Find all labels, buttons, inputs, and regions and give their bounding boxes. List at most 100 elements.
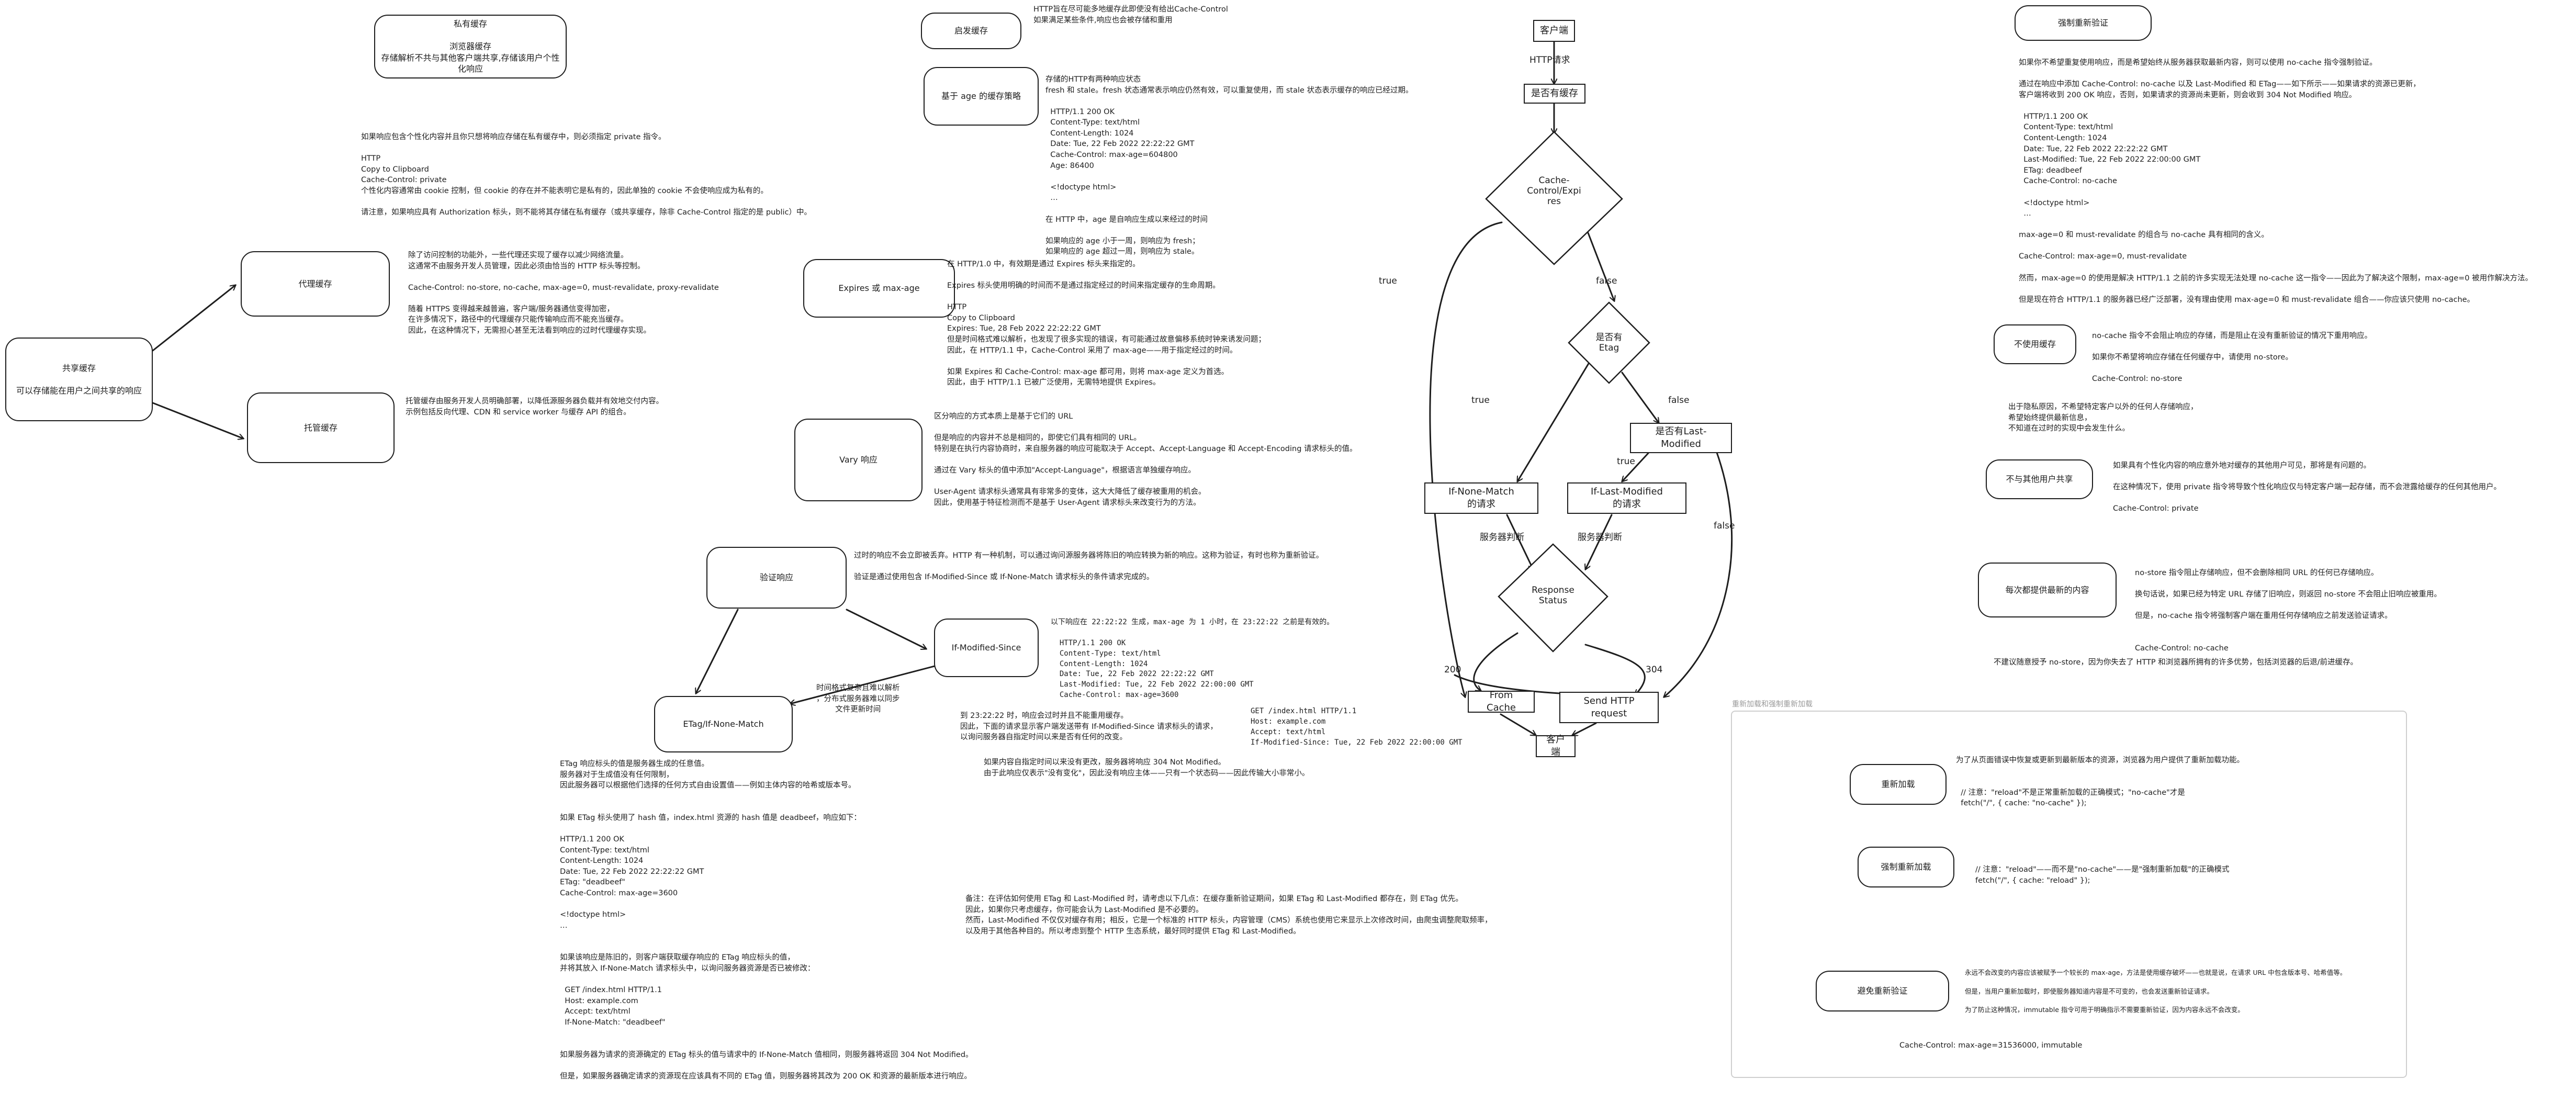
ims-get-note: GET /index.html HTTP/1.1 Host: example.c… [1251, 707, 1463, 747]
no-share-box: 不与其他用户共享 [1986, 459, 2093, 499]
validation-note: 过时的响应不会立即被丢弃。HTTP 有一种机制，可以通过询问源服务器将陈旧的响应… [854, 552, 1324, 582]
shared-cache-label: 共享缓存 可以存储能在用户之间共享的响应 [16, 363, 142, 396]
no-cache-note: no-cache 指令不会阻止响应的存储，而是阻止在没有重新验证的情况下重用响应… [2092, 332, 2372, 384]
revalidate-note: no-store 指令阻止存储响应，但不会删除相同 URL 的任何已存储响应。 … [2135, 569, 2442, 653]
revalidate-every-box: 每次都提供最新的内容 [1978, 563, 2117, 617]
revalidate-every-label: 每次都提供最新的内容 [2005, 584, 2089, 595]
flow-fc-client [1500, 713, 1536, 735]
force-revalidate-label: 强制重新验证 [2057, 18, 2108, 28]
avoid-revalidate-box: 避免重新验证 [1816, 971, 1949, 1011]
etag-note: ETag 响应标头的值是服务器生成的任意值。 服务器对于生成值没有任何限制， 因… [560, 760, 973, 1081]
heuristic-cache-box: 启发缓存 [921, 13, 1021, 49]
force-reload-box: 强制重新加载 [1858, 847, 1954, 887]
flow-etag-false [1621, 372, 1659, 423]
flow-etag-true [1517, 359, 1592, 481]
etag-box: ETag/If-None-Match [654, 696, 793, 752]
arrow-shared-proxy [152, 285, 235, 352]
flow-if-none-match-label: If-None-Match 的请求 [1448, 486, 1514, 510]
flow-send-http-label: Send HTTP request [1583, 695, 1635, 719]
flow-has-etag-label: 是否有 Etag [1595, 332, 1623, 353]
proxy-cache-box: 代理缓存 [241, 251, 390, 317]
flow-false-3: false [1714, 521, 1735, 531]
validation-box: 验证响应 [706, 547, 847, 609]
flow-true-1: true [1379, 276, 1397, 286]
flow-cc-false [1587, 232, 1614, 301]
expires-box: Expires 或 max-age [803, 259, 955, 318]
vary-label: Vary 响应 [839, 455, 878, 465]
flow-has-last-modified-label: 是否有Last- Modified [1655, 425, 1707, 449]
ims-request-note: 到 23:22:22 时，响应会过时并且不能重用缓存。 因此，下面的请求显示客户… [960, 712, 1218, 742]
reload-frame [1731, 711, 2407, 1078]
managed-cache-label: 托管缓存 [303, 422, 338, 433]
if-modified-since-label: If-Modified-Since [951, 643, 1021, 653]
flow-status-304: 304 [1646, 665, 1663, 675]
reload-label: 重新加载 [1881, 779, 1915, 790]
heuristic-cache-label: 启发缓存 [954, 26, 988, 36]
flow-response-status-label: Response Status [1532, 585, 1574, 606]
age-strategy-note: 存储的HTTP有两种响应状态 fresh 和 stale。fresh 状态通常表… [1045, 75, 1413, 256]
no-share-note: 如果具有个性化内容的响应意外地对缓存的其他用户可见，那将是有问题的。 在这种情况… [2113, 462, 2501, 513]
flow-status-304 [1584, 644, 1646, 695]
heuristic-cache-note: HTTP旨在尽可能多地缓存此即使没有给出Cache-Control 如果满足某些… [1033, 5, 1228, 25]
force-reload-note: // 注意："reload"——而不是"no-cache"——是"强制重新加载"… [1975, 865, 2230, 885]
arrow-validation-ims [846, 609, 926, 649]
flow-send-http: Send HTTP request [1559, 692, 1659, 723]
no-cache-box: 不使用缓存 [1994, 324, 2076, 364]
flow-has-cache: 是否有缓存 [1524, 84, 1585, 104]
etag-label: ETag/If-None-Match [683, 719, 764, 729]
flow-has-last-modified: 是否有Last- Modified [1630, 423, 1732, 453]
reload-box: 重新加载 [1850, 764, 1947, 805]
force-revalidate-note: 如果你不希望重复使用响应，而是希望始终从服务器获取最新内容，则可以使用 no-c… [2019, 59, 2533, 304]
arrow-shared-managed [152, 402, 243, 439]
ims-304-note: 如果内容自指定时间以来没有更改，服务器将响应 304 Not Modified。… [984, 758, 1310, 778]
flow-status-200 [1473, 632, 1518, 691]
age-strategy-label: 基于 age 的缓存策略 [941, 91, 1021, 102]
flow-true-2: true [1471, 395, 1490, 406]
ims-response-note: 以下响应在 22:22:22 生成，max-age 为 1 小时，在 23:22… [1051, 618, 1334, 700]
revalidate-tail-note: 不建议随意授予 no-store，因为你失去了 HTTP 和浏览器所拥有的许多优… [1994, 658, 2358, 667]
validation-label: 验证响应 [759, 572, 793, 583]
flow-if-last-modified-label: If-Last-Modified 的请求 [1591, 486, 1663, 510]
no-cache-label: 不使用缓存 [2013, 339, 2056, 350]
arrow-validation-etag [696, 609, 739, 693]
flow-client-top: 客户端 [1533, 20, 1575, 42]
vary-note: 区分响应的方式本质上是基于它们的 URL 但是响应的内容并不总是相同的，即使它们… [934, 412, 1357, 507]
flow-http-request-label: HTTP请求 [1529, 55, 1570, 65]
privacy-note: 出于隐私原因，不希望特定客户以外的任何人存储响应， 希望始终提供最新信息， 不知… [2008, 403, 2198, 433]
flow-client-bottom: 客户端 [1536, 734, 1576, 758]
remark-note: 备注：在评估如何使用 ETag 和 Last-Modified 时，请考虑以下几… [965, 895, 1492, 936]
reload-note: 为了从页面错误中恢复或更新到最新版本的资源，浏览器为用户提供了重新加载功能。 /… [1956, 756, 2244, 808]
avoid-revalidate-label: 避免重新验证 [1857, 986, 1908, 996]
reload-frame-title: 重新加载和强制重新加载 [1732, 700, 1813, 709]
private-cache-note: 如果响应包含个性化内容并且你只想将响应存储在私有缓存中，则必须指定 privat… [361, 133, 812, 217]
flow-from-cache: From Cache [1468, 689, 1535, 713]
managed-cache-note: 托管缓存由服务开发人员明确部署，以降低源服务器负载并有效地交付内容。 示例包括反… [406, 397, 663, 417]
shared-cache-box: 共享缓存 可以存储能在用户之间共享的响应 [5, 338, 153, 421]
force-revalidate-box: 强制重新验证 [2015, 5, 2152, 41]
flow-client-top-label: 客户端 [1540, 25, 1568, 36]
proxy-cache-label: 代理缓存 [298, 278, 332, 289]
flow-cc-expires-label: Cache- Control/Expi res [1527, 175, 1581, 207]
flow-status-200: 200 [1444, 665, 1461, 675]
flow-false-2: false [1668, 395, 1690, 406]
time-format-note: 时间格式复杂且难以解析 ，分布式服务器难以同步 文件更新时间 [816, 684, 900, 714]
flow-server-judge-2: 服务器判断 [1578, 532, 1622, 543]
flow-server-judge-1: 服务器判断 [1480, 532, 1524, 543]
managed-cache-box: 托管缓存 [247, 392, 395, 463]
force-reload-label: 强制重新加载 [1881, 862, 1931, 872]
if-modified-since-box: If-Modified-Since [934, 619, 1039, 677]
flow-from-cache-label: From Cache [1487, 689, 1516, 713]
no-share-label: 不与其他用户共享 [2006, 474, 2073, 485]
flow-false-1: false [1596, 276, 1617, 286]
immutable-note: Cache-Control: max-age=31536000, immutab… [1899, 1041, 2083, 1050]
vary-box: Vary 响应 [794, 419, 923, 501]
proxy-cache-note: 除了访问控制的功能外，一些代理还实现了缓存以减少网络流量。 这通常不由服务开发人… [408, 251, 719, 335]
flow-has-cache-label: 是否有缓存 [1531, 87, 1578, 99]
flow-true-3: true [1617, 456, 1635, 467]
expires-label: Expires 或 max-age [838, 283, 920, 294]
flow-client-bottom-label: 客户端 [1546, 734, 1565, 758]
flow-if-last-modified: If-Last-Modified 的请求 [1567, 482, 1686, 514]
private-cache-label: 私有缓存 浏览器缓存 存储解析不共与其他客户端共享,存储该用户个性化响应 [381, 19, 560, 74]
private-cache-box: 私有缓存 浏览器缓存 存储解析不共与其他客户端共享,存储该用户个性化响应 [374, 15, 567, 78]
